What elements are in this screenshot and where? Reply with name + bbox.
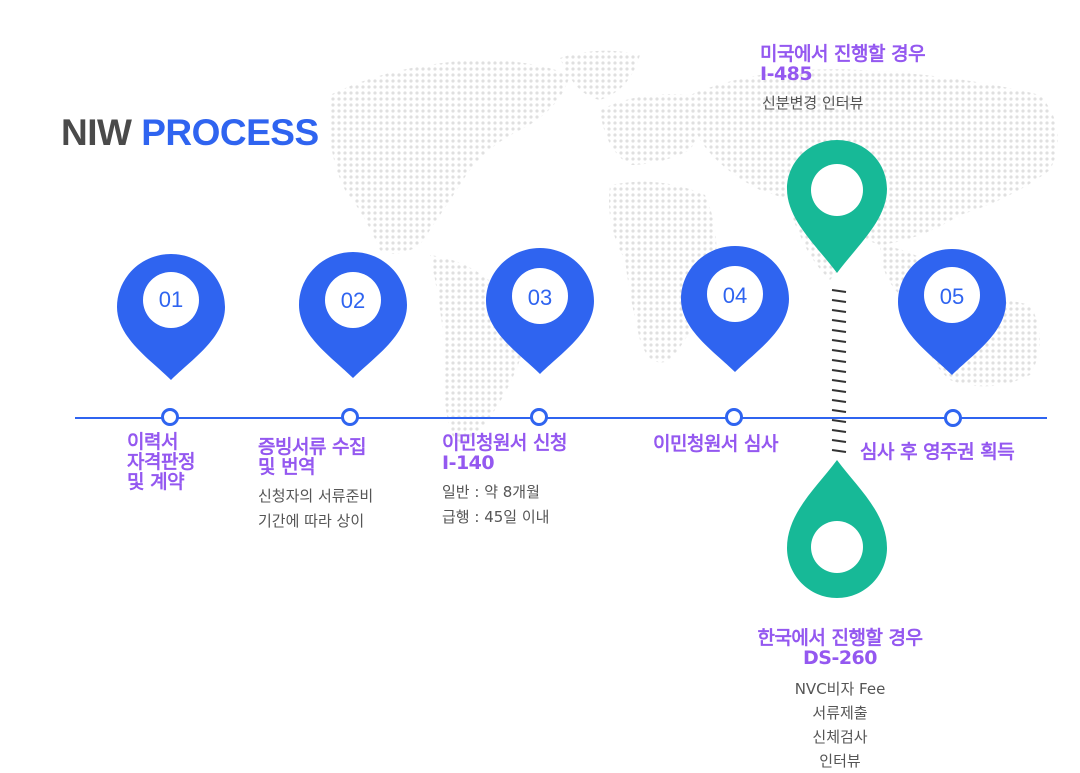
step-03-label: 이민청원서 신청 I-140 bbox=[442, 432, 567, 474]
step-01-number: 01 bbox=[158, 287, 184, 312]
step-03-pin-icon bbox=[486, 248, 594, 374]
title-process: PROCESS bbox=[141, 112, 319, 153]
kr-path-pin-icon bbox=[787, 460, 887, 598]
step-05-number: 05 bbox=[939, 284, 965, 309]
step-03-details: 일반 : 약 8개월 급행 : 45일 이내 bbox=[442, 483, 550, 526]
step-05-dot bbox=[944, 409, 962, 427]
page-title: NIW PROCESS bbox=[61, 112, 319, 154]
us-path-label: 미국에서 진행할 경우 I-485 bbox=[760, 43, 926, 85]
step-02-pin-icon bbox=[299, 252, 407, 378]
title-niw: NIW bbox=[61, 112, 132, 153]
step-02-details: 신청자의 서류준비 기간에 따라 상이 bbox=[258, 487, 374, 530]
step-04-dot bbox=[725, 408, 743, 426]
step-03-dot bbox=[530, 408, 548, 426]
kr-path-label: 한국에서 진행할 경우 DS-260 bbox=[757, 627, 923, 669]
step-03-number: 03 bbox=[527, 285, 553, 310]
timeline-line bbox=[75, 417, 1047, 419]
step-04-label: 이민청원서 심사 bbox=[653, 433, 778, 455]
step-02-label: 증빙서류 수집 및 번역 bbox=[258, 436, 367, 478]
step-05-pin-icon bbox=[898, 249, 1006, 375]
step-04-pin-icon bbox=[681, 246, 789, 372]
path-split-dashes bbox=[831, 289, 847, 453]
step-01-pin-icon bbox=[117, 254, 225, 380]
us-path-details: 신분변경 인터뷰 bbox=[762, 94, 864, 112]
kr-path-details: NVC비자 Fee 서류제출 신체검사 인터뷰 bbox=[794, 680, 886, 770]
step-05-label: 심사 후 영주권 획득 bbox=[860, 441, 1015, 463]
us-path-pin-icon bbox=[787, 140, 887, 273]
step-01-label: 이력서 자격판정 및 계약 bbox=[127, 431, 195, 493]
step-04-number: 04 bbox=[722, 283, 748, 308]
step-02-number: 02 bbox=[340, 288, 366, 313]
step-01-dot bbox=[161, 408, 179, 426]
step-02-dot bbox=[341, 408, 359, 426]
